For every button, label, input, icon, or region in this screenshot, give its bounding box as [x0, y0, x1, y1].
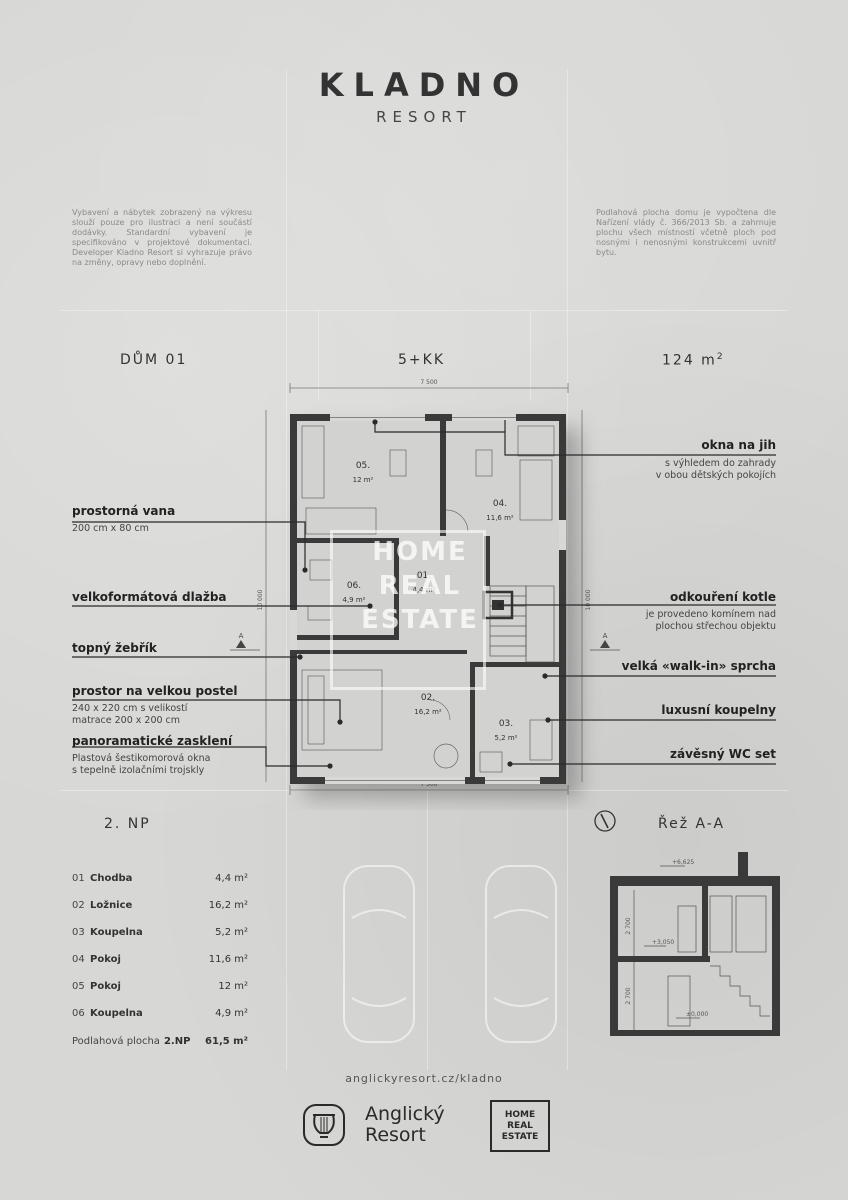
section-marker-left	[230, 640, 260, 651]
dim-left: 10 000	[257, 589, 264, 610]
section-drawing: +6,625 +3,050 ±0,000 2 700 2 700	[610, 852, 780, 1036]
level-top: +6,625	[672, 859, 694, 866]
room-area: 4,4 m²	[413, 586, 436, 594]
room-no: 06.	[347, 581, 361, 591]
callout-tiles: velkoformátová dlažba	[72, 590, 227, 604]
section-marker-right	[590, 640, 620, 651]
section-label: Řež A-A	[658, 816, 726, 832]
floor-plan: 7 500 7 500 10 000 10 000 A A	[230, 379, 620, 795]
door-swings	[429, 509, 469, 721]
room-no: 05.	[356, 461, 370, 471]
callout-luxury-bathrooms: luxusní koupelny	[661, 703, 776, 717]
callout-glazing-sub: s tepelně izolačními trojskly	[72, 765, 205, 776]
room-labels: 05. 12 m² 04. 11,6 m² 01. 4,4 m² 06. 4,9…	[343, 461, 518, 742]
callout-bed-space-sub: 240 x 220 cm s velikostí	[72, 703, 188, 714]
window-frames	[325, 417, 540, 781]
watermark-frame	[330, 530, 486, 690]
section-label-right: A	[603, 632, 608, 640]
project-title: KLADNO	[318, 66, 530, 104]
watermark: HOME REAL ESTATE	[361, 537, 479, 635]
layout-type: 5+KK	[398, 352, 445, 368]
home-real-estate-logo: HOME REAL ESTATE	[490, 1100, 550, 1152]
note-left: Vybavení a nábytek zobrazený na výkresu …	[72, 208, 252, 267]
callout-glazing: panoramatické zasklení	[72, 734, 233, 748]
room-area: 12 m²	[353, 476, 374, 484]
floor-label: 2. NP	[104, 816, 151, 832]
project-subtitle: RESORT	[376, 108, 472, 126]
callout-south-windows-sub: s výhledem do zahrady	[665, 458, 776, 469]
staircase	[489, 585, 555, 663]
height-top: 2 700	[625, 917, 632, 934]
room-no: 02.	[421, 693, 435, 703]
level-mid: +3,050	[652, 939, 674, 946]
interior-walls	[297, 421, 559, 777]
parking-cars	[343, 865, 557, 1043]
guide-line	[60, 310, 788, 311]
callout-walkin-shower: velká «walk-in» sprcha	[621, 659, 776, 673]
dim-right: 10 000	[585, 589, 592, 610]
guide-line	[530, 310, 531, 400]
section-label-left: A	[239, 632, 244, 640]
house-area: 124 m2	[662, 352, 725, 369]
room-area: 4,9 m²	[343, 596, 366, 604]
level-bottom: ±0,000	[686, 1011, 708, 1018]
callout-bed-space: prostor na velkou postel	[72, 684, 238, 698]
room-area: 11,6 m²	[486, 514, 514, 522]
callout-bathtub-sub: 200 cm x 80 cm	[72, 523, 149, 534]
note-right: Podlahová plocha domu je vypočtena dle N…	[596, 208, 776, 257]
room-no: 01.	[417, 571, 431, 581]
callout-bed-space-sub: matrace 200 x 200 cm	[72, 715, 181, 726]
room-no: 03.	[499, 719, 513, 729]
callout-heated-ladder: topný žebřík	[72, 641, 157, 655]
guide-line	[318, 310, 319, 400]
guide-line	[427, 790, 428, 1070]
callout-glazing-sub: Plastová šestikomorová okna	[72, 753, 211, 764]
north-arrow-icon	[594, 810, 616, 832]
guide-line	[567, 70, 568, 1070]
website-url[interactable]: anglickyresort.cz/kladno	[345, 1072, 503, 1085]
guide-line	[60, 790, 788, 791]
furniture	[301, 425, 555, 773]
height-bottom: 2 700	[625, 987, 632, 1004]
callout-wall-wc: závěsný WC set	[670, 747, 776, 761]
callout-south-windows: okna na jih	[701, 438, 776, 452]
callout-south-windows-sub: v obou dětských pokojích	[655, 470, 776, 481]
callout-boiler-flue-sub: plochou střechou objektu	[655, 621, 776, 632]
room-area: 5,2 m²	[495, 734, 518, 742]
dim-top: 7 500	[420, 379, 437, 386]
house-number: DŮM 01	[120, 352, 188, 368]
room-no: 04.	[493, 499, 507, 509]
room-area: 16,2 m²	[414, 708, 442, 716]
anglicky-resort-logo: Anglický Resort	[365, 1103, 445, 1146]
guide-line	[286, 70, 287, 1070]
lyre-logo-icon	[303, 1104, 345, 1146]
dim-bottom: 7 500	[420, 781, 437, 788]
callout-boiler-flue-sub: je provedeno komínem nad	[645, 609, 776, 620]
callout-bathtub: prostorná vana	[72, 504, 176, 518]
callout-boiler-flue: odkouření kotle	[669, 590, 776, 604]
